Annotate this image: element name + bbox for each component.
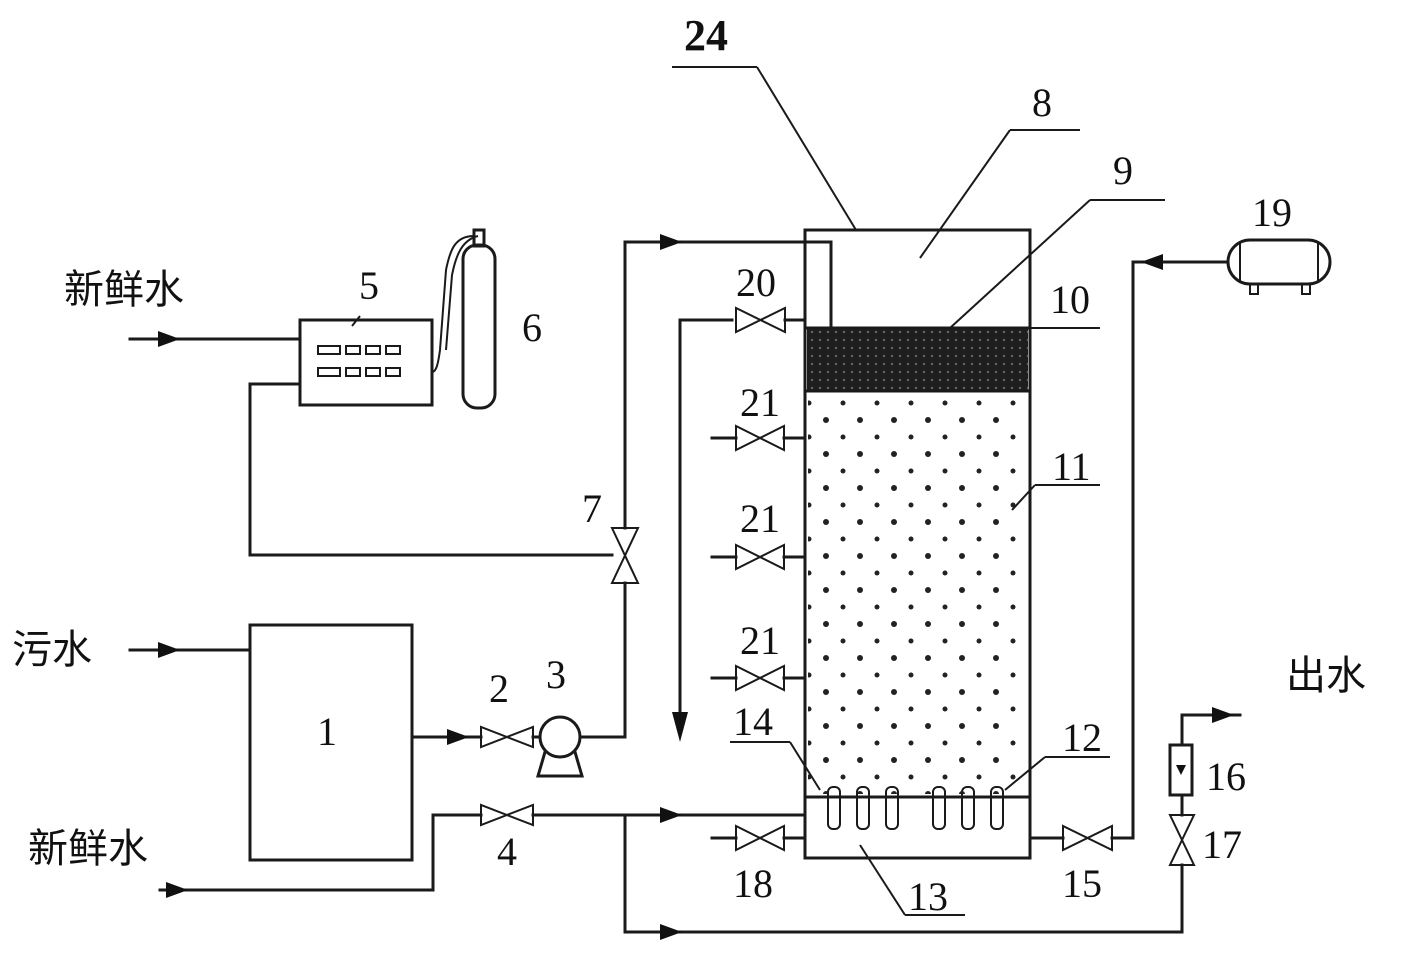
valve-21b [735,543,785,571]
arrow-icon [158,331,180,347]
valve-2 [480,725,534,749]
arrow-icon [158,642,180,658]
label-18: 18 [733,861,773,906]
valve-18 [735,824,785,852]
label-2: 2 [489,666,509,711]
labels: 新鲜水 污水 新鲜水 出水 1 2 3 4 5 6 7 8 9 10 11 12… [12,11,1366,919]
sewage-label: 污水 [12,627,92,673]
label-20: 20 [736,260,776,305]
label-5: 5 [359,263,379,308]
label-4: 4 [497,829,517,874]
label-21c: 21 [740,618,780,663]
leader-lines [351,66,1165,916]
arrow-icon [660,234,682,250]
pump-3 [536,715,584,778]
nozzles [827,786,1004,830]
piping [128,240,1242,934]
valve-4 [480,803,534,827]
arrow-icon [1141,254,1163,270]
fresh-water-top-label: 新鲜水 [64,267,184,313]
arrow-icon [447,729,469,745]
label-10: 10 [1050,277,1090,322]
label-14: 14 [733,699,773,744]
valve-15 [1062,824,1113,852]
label-12: 12 [1062,715,1102,760]
label-17: 17 [1202,822,1242,867]
valves [480,306,1196,866]
label-13: 13 [908,874,948,919]
valve-20 [735,306,786,334]
gas-cylinder-6 [431,228,497,410]
reactor-column [803,228,1032,860]
label-24: 24 [684,11,728,60]
label-9: 9 [1113,148,1133,193]
label-15: 15 [1062,861,1102,906]
label-19: 19 [1252,190,1292,235]
controller-5 [298,318,434,407]
label-1: 1 [317,709,337,754]
media-layer-10 [807,328,1028,391]
effluent-label: 出水 [1286,653,1366,699]
valve-21a [735,424,785,452]
tank-1 [248,623,414,862]
label-3: 3 [546,652,566,697]
label-11: 11 [1052,444,1091,489]
label-21a: 21 [740,380,780,425]
label-6: 6 [522,305,542,350]
filler-zone-11 [808,394,1027,794]
reactor-outline [803,228,1032,860]
valve-7 [610,527,640,584]
fresh-water-bottom-label: 新鲜水 [28,826,148,872]
flow-arrows [158,234,1234,940]
arrow-icon [1212,707,1234,723]
label-7: 7 [582,486,602,531]
flowmeter-16 [1168,743,1194,797]
valve-17 [1168,814,1196,866]
arrow-icon [660,807,682,823]
tank-19 [1226,238,1332,295]
valve-21c [735,664,785,692]
label-21b: 21 [740,496,780,541]
label-16: 16 [1206,754,1246,799]
arrow-icon [672,712,688,742]
arrow-icon [166,882,188,898]
label-8: 8 [1032,80,1052,125]
arrow-icon [660,924,682,940]
